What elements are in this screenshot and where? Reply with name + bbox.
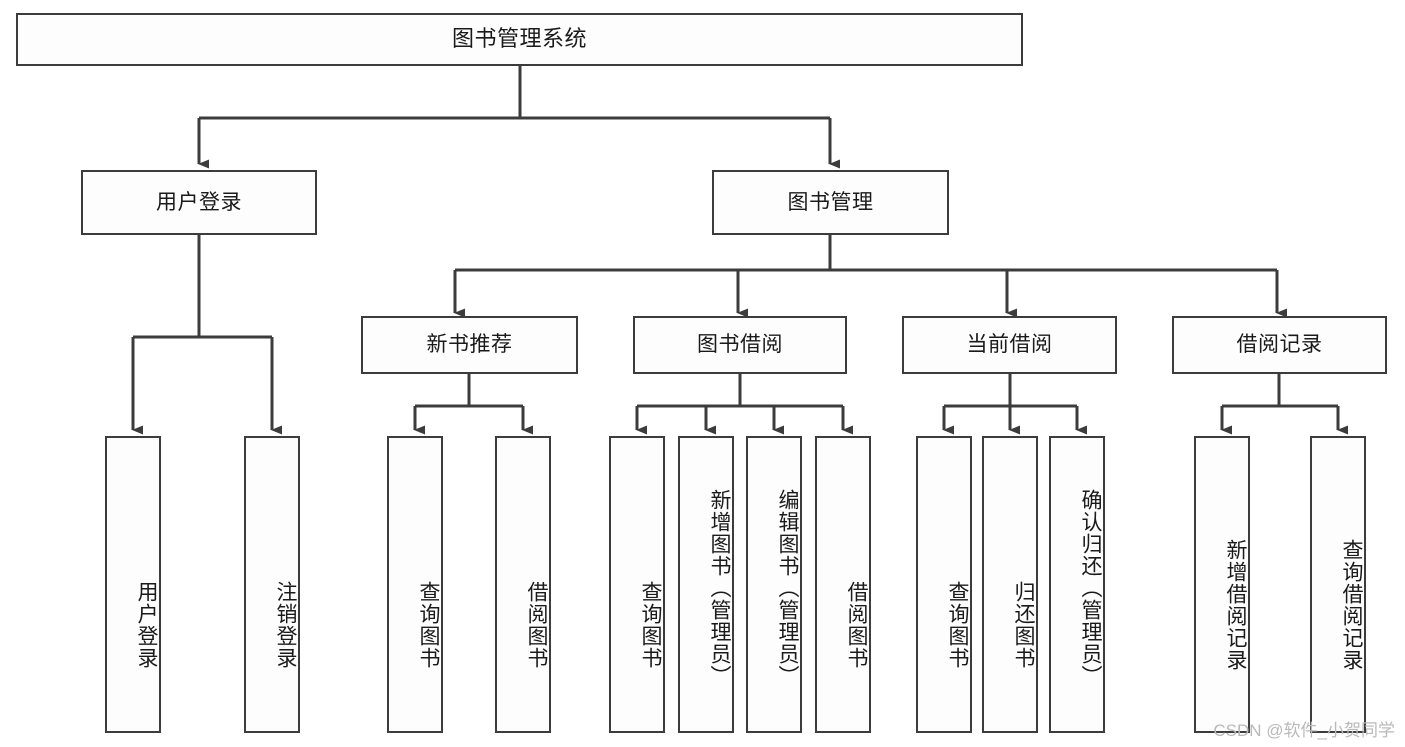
node-label: 借阅图书 — [525, 580, 548, 669]
leaf-add-book-admin[interactable]: 新增图书（管理员） — [678, 436, 734, 733]
leaf-query-book-current[interactable]: 查询图书 — [916, 436, 972, 733]
leaf-query-book-borrow[interactable]: 查询图书 — [609, 436, 665, 733]
leaf-user-login[interactable]: 用户登录 — [105, 436, 161, 733]
leaf-logout[interactable]: 注销登录 — [244, 436, 300, 733]
node-label: 借阅图书 — [845, 580, 868, 669]
node-label: 注销登录 — [274, 580, 297, 669]
leaf-return-book[interactable]: 归还图书 — [982, 436, 1038, 733]
node-label: 查询图书 — [946, 580, 969, 669]
node-label: 图书借阅 — [697, 333, 783, 357]
leaf-query-book-newbook[interactable]: 查询图书 — [387, 436, 443, 733]
node-label: 新增借阅记录 — [1224, 538, 1247, 671]
node-label: 新书推荐 — [426, 333, 513, 357]
leaf-confirm-return-admin[interactable]: 确认归还（管理员） — [1049, 436, 1105, 733]
csdn-watermark: CSDN @软件_小贺同学 — [1213, 721, 1395, 740]
node-book-management[interactable]: 图书管理 — [712, 170, 949, 235]
node-borrow-record[interactable]: 借阅记录 — [1172, 316, 1387, 374]
node-label: 编辑图书（管理员） — [776, 488, 799, 687]
node-book-borrow[interactable]: 图书借阅 — [633, 316, 847, 374]
node-user-login[interactable]: 用户登录 — [81, 170, 317, 235]
node-label: 借阅记录 — [1236, 333, 1323, 357]
node-current-borrow[interactable]: 当前借阅 — [902, 316, 1117, 374]
node-label: 图书管理 — [787, 190, 874, 214]
node-label: 归还图书 — [1012, 580, 1035, 669]
node-label: 查询图书 — [639, 580, 662, 669]
node-label: 查询借阅记录 — [1340, 538, 1363, 671]
node-label: 当前借阅 — [966, 333, 1053, 357]
node-label: 用户登录 — [156, 190, 242, 214]
node-label: 确认归还（管理员） — [1079, 488, 1102, 687]
leaf-borrow-book-newbook[interactable]: 借阅图书 — [495, 436, 551, 733]
node-label: 查询图书 — [417, 580, 440, 669]
leaf-edit-book-admin[interactable]: 编辑图书（管理员） — [746, 436, 802, 733]
node-label: 图书管理系统 — [451, 26, 587, 52]
leaf-add-borrow-record[interactable]: 新增借阅记录 — [1194, 436, 1250, 733]
leaf-query-borrow-record[interactable]: 查询借阅记录 — [1310, 436, 1366, 733]
node-new-book-recommend[interactable]: 新书推荐 — [361, 316, 578, 374]
node-root-book-management-system[interactable]: 图书管理系统 — [16, 13, 1023, 66]
leaf-borrow-book[interactable]: 借阅图书 — [815, 436, 871, 733]
node-label: 新增图书（管理员） — [708, 488, 731, 687]
node-label: 用户登录 — [135, 580, 158, 669]
